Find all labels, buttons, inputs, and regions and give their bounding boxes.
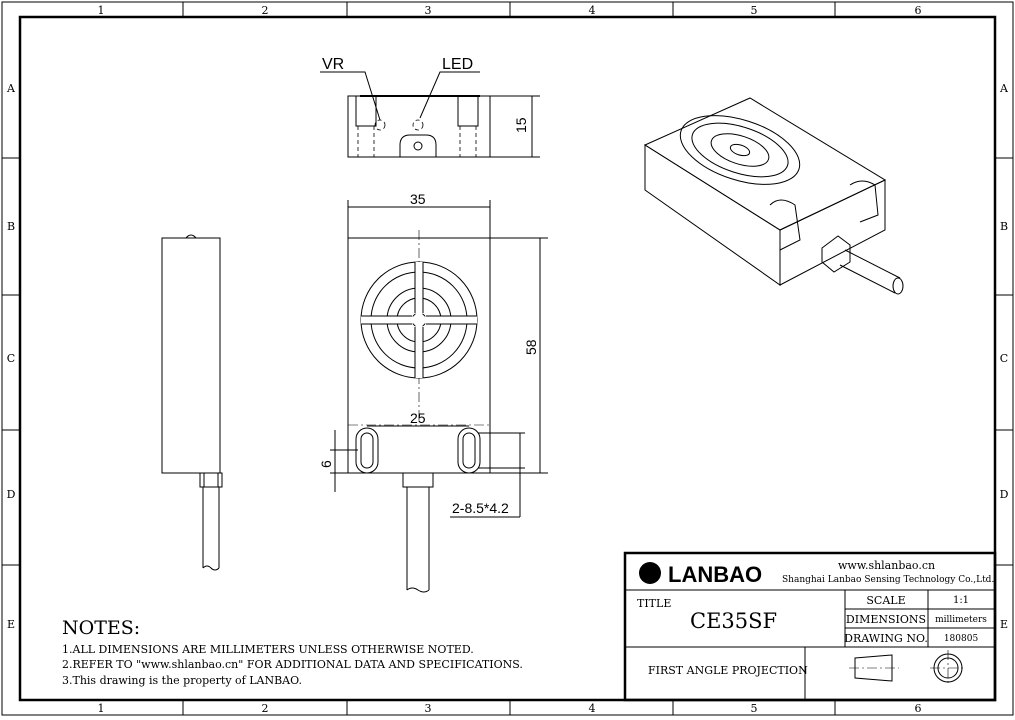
column-label: 6 xyxy=(915,702,922,715)
slot-dim-6: 6 xyxy=(318,460,334,468)
height-dim-15: 15 xyxy=(513,117,529,133)
column-label: 2 xyxy=(262,4,269,17)
note-item: 2.REFER TO "www.shlanbao.cn" FOR ADDITIO… xyxy=(62,658,523,671)
row-label: C xyxy=(1000,352,1008,365)
height-dim-58: 58 xyxy=(523,339,539,355)
dimensions-value: millimeters xyxy=(935,615,987,625)
scale-value: 1:1 xyxy=(953,595,969,606)
column-label: 3 xyxy=(425,702,432,715)
title-label: TITLE xyxy=(637,597,671,610)
hole-note: 2-8.5*4.2 xyxy=(452,500,509,516)
row-label: D xyxy=(7,488,16,501)
vr-label: VR xyxy=(322,56,344,73)
row-label: E xyxy=(1000,618,1008,631)
column-label: 1 xyxy=(98,702,105,715)
scale-label: SCALE xyxy=(866,594,905,607)
lanbao-logo-icon xyxy=(639,562,661,584)
column-label: 1 xyxy=(98,4,105,17)
company-name: Shanghai Lanbao Sensing Technology Co.,L… xyxy=(782,575,994,585)
row-label: C xyxy=(7,352,15,365)
top-view: VR LED 15 xyxy=(320,56,540,158)
notes: NOTES: 1.ALL DIMENSIONS ARE MILLIMETERS … xyxy=(62,617,523,687)
note-item: 3.This drawing is the property of LANBAO… xyxy=(62,674,302,687)
column-label: 6 xyxy=(915,4,922,17)
drawing-no-value: 180805 xyxy=(944,634,979,644)
column-label: 4 xyxy=(589,4,596,17)
width-dim-35: 35 xyxy=(410,191,426,207)
row-label: A xyxy=(6,82,16,95)
notes-heading: NOTES: xyxy=(62,617,140,639)
logo-text: LANBAO xyxy=(668,562,762,587)
column-label: 5 xyxy=(751,702,758,715)
projection-label: FIRST ANGLE PROJECTION xyxy=(648,664,808,677)
title-value: CE35SF xyxy=(690,609,777,633)
row-label: D xyxy=(1000,488,1009,501)
row-label: E xyxy=(7,618,15,631)
drawing-no-label: DRAWING NO. xyxy=(844,632,928,645)
row-label: B xyxy=(7,220,15,233)
column-label: 4 xyxy=(589,702,596,715)
front-view: 35 58 25 6 2-8.5*4.2 xyxy=(318,191,548,593)
row-label: A xyxy=(999,82,1009,95)
column-label: 2 xyxy=(262,702,269,715)
website: www.shlanbao.cn xyxy=(838,559,935,572)
led-label: LED xyxy=(442,56,473,73)
row-label: B xyxy=(1000,220,1008,233)
first-angle-projection-icon xyxy=(849,650,966,686)
side-view xyxy=(161,234,223,571)
title-block: LANBAO www.shlanbao.cn Shanghai Lanbao S… xyxy=(623,551,997,702)
isometric-view xyxy=(643,97,904,295)
column-label: 5 xyxy=(751,4,758,17)
dimensions-label: DIMENSIONS xyxy=(846,613,926,626)
column-label: 3 xyxy=(425,4,432,17)
note-item: 1.ALL DIMENSIONS ARE MILLIMETERS UNLESS … xyxy=(62,643,474,656)
hole-spacing-dim-25: 25 xyxy=(410,410,426,426)
